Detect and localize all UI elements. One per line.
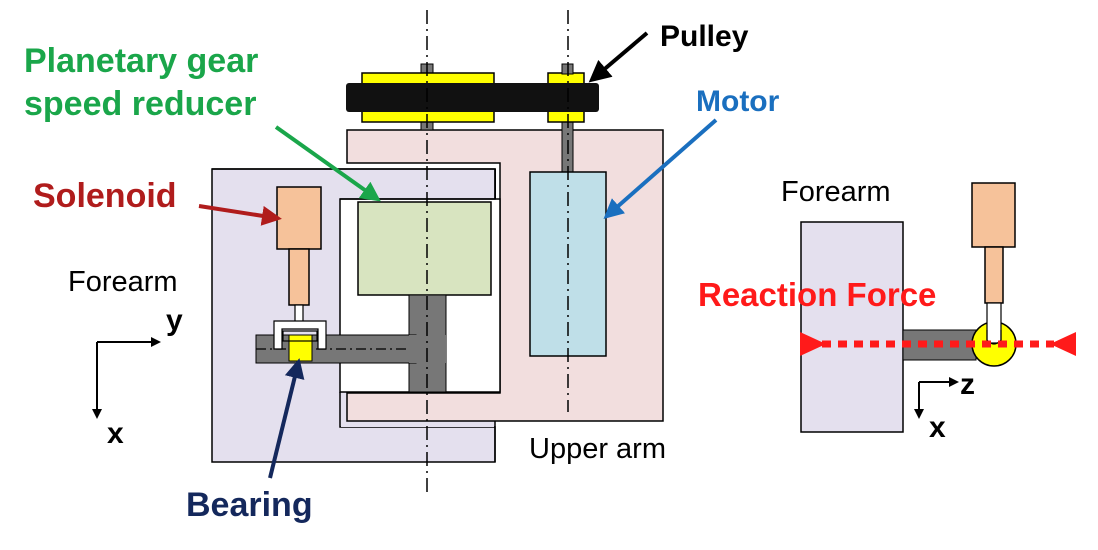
side-solenoid-rod [986,302,1002,344]
forearm-side-body [800,221,904,433]
planetary-label-line2: speed reducer [24,85,256,123]
solenoid-plunger [288,248,310,306]
planetary-arrow [274,125,381,202]
bearing-label: Bearing [186,486,313,524]
motor-arrow [603,118,718,219]
forearm-bottom-fill [341,422,494,427]
reaction-force-label: Reaction Force [698,276,936,313]
axis-x-label-right: x [929,411,946,444]
forearm-top-edge [212,168,496,200]
bearing-arrow [268,358,305,479]
solenoid-arrow [198,204,282,226]
solenoid-body [276,186,322,250]
motor-label: Motor [696,85,780,118]
axis-z-label: z [960,368,975,401]
bearing-block [288,334,313,362]
forearm-right-label: Forearm [781,176,891,208]
pulley-arrow [588,31,649,83]
solenoid-fork [273,320,327,350]
solenoid-label: Solenoid [33,177,177,215]
planetary-gear-box [357,201,492,296]
solenoid-rod [294,304,304,324]
side-solenoid-body [971,182,1016,248]
upper-arm-label: Upper arm [529,433,666,465]
drive-belt [346,83,599,112]
forearm-left-label: Forearm [68,266,178,298]
pulley-label: Pulley [660,20,749,53]
axis-x-label-left: x [107,417,124,450]
axis-y-label: y [166,304,183,337]
side-solenoid-plunger [984,246,1004,304]
planetary-label-line1: Planetary gear [24,42,258,80]
bearing-holder [282,330,318,342]
